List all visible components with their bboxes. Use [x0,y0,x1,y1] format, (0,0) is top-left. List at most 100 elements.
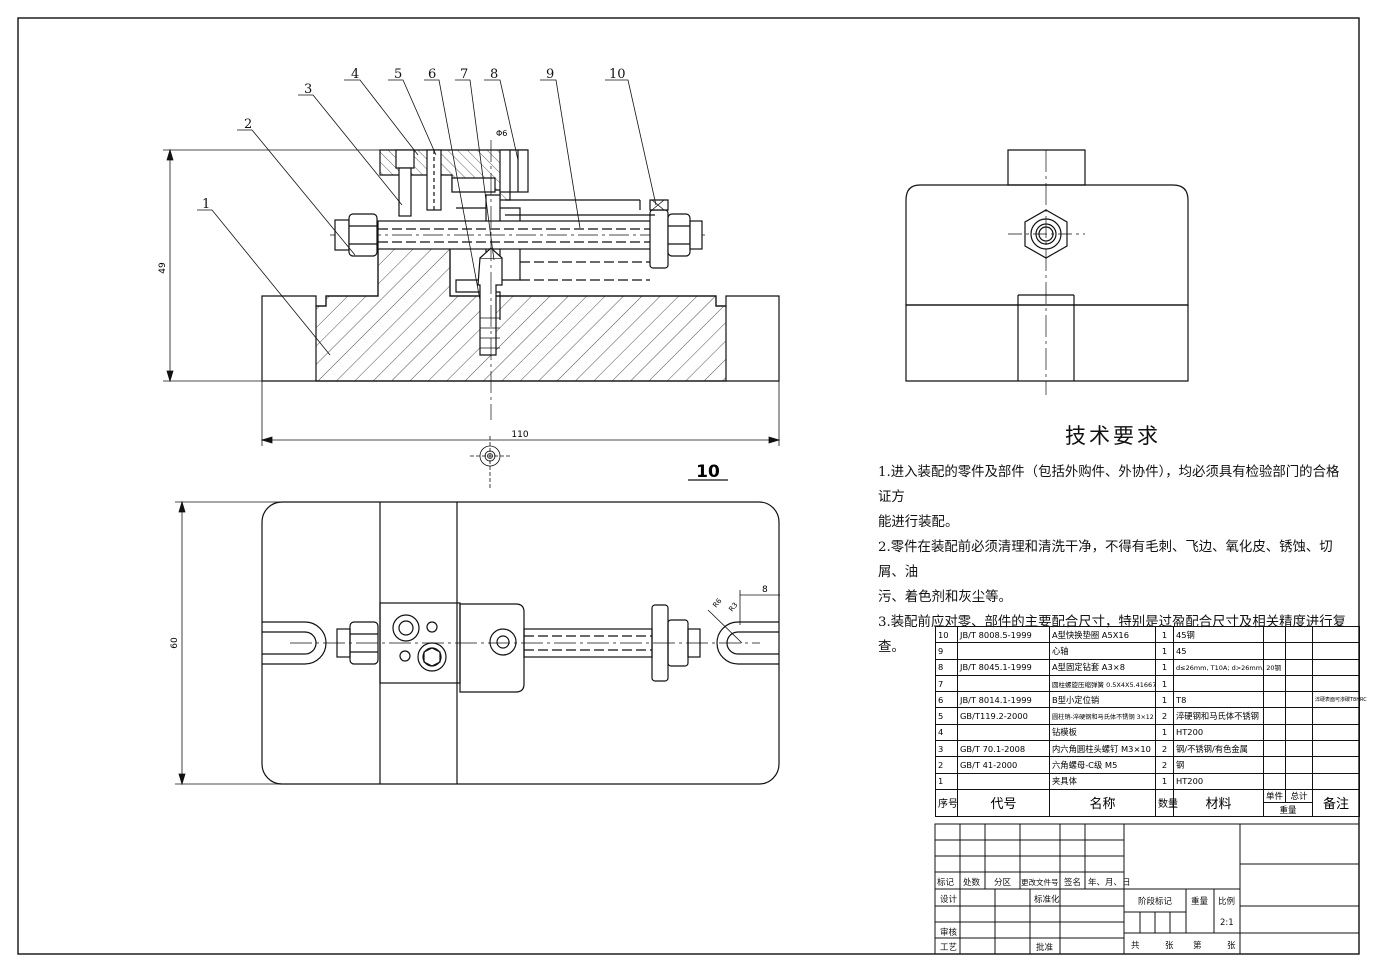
dim-plan-height: 60 [170,637,180,649]
bom-name: 钻模板 [1049,723,1156,742]
bom-total-weight [1285,642,1313,660]
bom-note: 淬硬表面可渗碳T8HRC [1312,691,1367,709]
bom-code: JB/T 8008.5-1999 [957,625,1050,644]
table-row: 8 JB/T 8045.1-1999 A型固定钻套 A3×8 1 d≤26mm,… [935,658,1360,676]
tech-title: 技术要求 [1065,424,1161,448]
bom-unit-weight [1263,723,1286,742]
bom-name: 夹具体 [1049,772,1156,790]
tb-count: 处数 [963,878,981,888]
bom-material: 钢 [1173,756,1264,774]
table-row: 1 夹具体 1 HT200 [935,772,1360,790]
bom-material: 钢/不锈钢/有色金属 [1173,740,1264,758]
table-row: 6 JB/T 8014.1-1999 B型小定位销 1 T8 淬硬表面可渗碳T8… [935,691,1367,709]
balloon-labels: 1 2 3 4 5 6 7 8 9 10 [202,67,626,212]
bom-header-total: 总计 [1285,788,1313,804]
tb-approve: 批准 [1036,943,1054,953]
bom-total-weight [1285,707,1313,725]
tb-doc: 更改文件号 [1021,878,1059,887]
title-block-grid [934,823,1360,955]
bom-total-weight [1285,658,1313,676]
bom-header-unit: 单件 [1263,788,1286,804]
bom-no: 6 [935,691,958,709]
bom-material: 淬硬钢和马氏体不锈钢 [1173,707,1264,725]
bom-qty: 2 [1155,707,1174,725]
bom-material [1173,674,1264,693]
bom-no: 7 [935,674,958,693]
tb-scale: 2:1 [1220,918,1234,928]
table-row: 7 圆柱螺旋压缩弹簧 0.5X4X5.41667 1 [935,674,1360,693]
bom-no: 9 [935,642,958,660]
bom-total-weight [1285,740,1313,758]
bom-name: 内六角圆柱头螺钉 M3×10 [1049,740,1156,758]
tech-line-4: 污、着色剂和灰尘等。 [878,590,1012,605]
tb-process: 工艺 [940,943,958,953]
bom-no: 10 [935,625,958,644]
bom-code [957,723,1050,742]
bom-code: JB/T 8045.1-1999 [957,658,1050,676]
bom-note [1312,707,1360,725]
tb-ratio: 比例 [1218,897,1236,907]
tb-sheet: 张 [1165,941,1174,951]
technical-requirements: 技术要求 1.进入装配的零件及部件（包括外购件、外协件），均必须具有检验部门的合… [878,420,1348,660]
tb-total: 共 [1131,941,1140,951]
bom-code [957,674,1050,693]
dim-slot-r1: R6 [711,597,723,610]
bom-name: 圆柱销-淬硬钢和马氏体不锈钢 3×12 [1049,707,1156,725]
bom-code: JB/T 8014.1-1999 [957,691,1050,709]
bom-code [957,642,1050,660]
bom-total-weight [1285,625,1313,644]
bom-qty: 1 [1155,772,1174,790]
tb-std: 标准化 [1034,895,1060,905]
balloon-4: 4 [351,67,359,82]
tb-mark: 标记 [937,878,955,888]
bom-name: B型小定位销 [1049,691,1156,709]
bom-material: HT200 [1173,723,1264,742]
table-row: 10 JB/T 8008.5-1999 A型快换垫圈 A5X16 1 45钢 [935,625,1360,644]
balloon-2: 2 [244,117,252,132]
bom-header-code: 代号 [957,788,1050,817]
balloon-7: 7 [460,67,468,82]
tb-weight: 重量 [1191,897,1209,907]
tb-check: 审核 [940,928,958,938]
bom-material: 45 [1173,642,1264,660]
bom-code: GB/T 41-2000 [957,756,1050,774]
table-row: 4 钻模板 1 HT200 [935,723,1360,742]
bom-no: 2 [935,756,958,774]
dim-hole: Φ6 [496,129,507,138]
bom-unit-weight [1263,674,1286,693]
bom-header-no: 序号 [935,788,958,817]
bom-qty: 1 [1155,625,1174,644]
bom-name: 六角螺母-C级 M5 [1049,756,1156,774]
bom-material: d≤26mm, T10A; d>26mm, 20钢 [1173,658,1281,676]
balloon-8: 8 [490,67,498,82]
bom-name: A型固定钻套 A3×8 [1049,658,1156,676]
bom-no: 4 [935,723,958,742]
bom-note [1312,772,1360,790]
balloon-9: 9 [546,67,554,82]
bom-code [957,772,1050,790]
tb-sheet2: 张 [1227,941,1236,951]
side-view [905,149,1189,395]
tb-sign: 签名 [1064,878,1082,888]
bom-note [1312,658,1360,676]
tb-num: 第 [1193,941,1202,951]
dim-slot: 8 [762,585,768,595]
bom-total-weight [1285,674,1313,693]
top-view [261,501,780,785]
balloon-3: 3 [304,82,312,97]
tech-line-2: 能进行装配。 [878,515,959,530]
tb-date: 年、月、日 [1088,878,1131,888]
bom-material: HT200 [1173,772,1264,790]
bom-qty: 1 [1155,658,1174,676]
table-row: 3 GB/T 70.1-2008 内六角圆柱头螺钉 M3×10 2 钢/不锈钢/… [935,740,1360,758]
bom-qty: 2 [1155,756,1174,774]
bom-header-material: 材料 [1173,788,1264,817]
bom-total-weight [1285,756,1313,774]
bom-header-note: 备注 [1312,788,1360,817]
bom-qty: 1 [1155,691,1174,709]
bom-note [1312,756,1360,774]
balloon-1: 1 [202,197,210,212]
bom-material: 45钢 [1173,625,1264,644]
bom-unit-weight [1263,625,1286,644]
